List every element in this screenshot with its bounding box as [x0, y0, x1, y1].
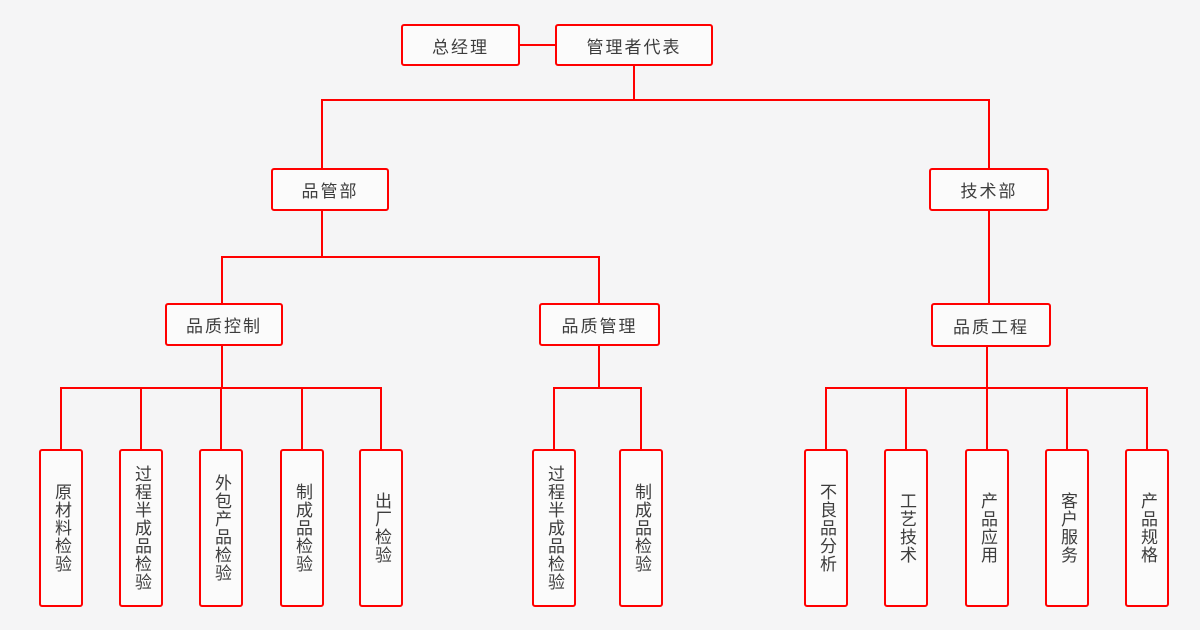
node-qm-process-semifinished-inspection: 过程半成品检验	[532, 449, 576, 607]
node-quality-control: 品质控制	[165, 303, 283, 346]
node-outgoing-inspection: 出厂检验	[359, 449, 403, 607]
node-process-technology: 工艺技术	[884, 449, 928, 607]
node-finished-product-inspection: 制成品检验	[280, 449, 324, 607]
node-raw-material-inspection: 原材料检验	[39, 449, 83, 607]
node-product-specification: 产品规格	[1125, 449, 1169, 607]
node-customer-service: 客户服务	[1045, 449, 1089, 607]
node-defective-product-analysis: 不良品分析	[804, 449, 848, 607]
node-process-semifinished-inspection: 过程半成品检验	[119, 449, 163, 607]
node-general-manager: 总经理	[401, 24, 520, 66]
node-product-application: 产品应用	[965, 449, 1009, 607]
node-quality-dept: 品管部	[271, 168, 389, 211]
node-tech-dept: 技术部	[929, 168, 1049, 211]
node-quality-engineering: 品质工程	[931, 303, 1051, 347]
node-management-representative: 管理者代表	[555, 24, 713, 66]
node-qm-finished-product-inspection: 制成品检验	[619, 449, 663, 607]
node-quality-management: 品质管理	[539, 303, 660, 346]
node-outsourced-product-inspection: 外包产品检验	[199, 449, 243, 607]
